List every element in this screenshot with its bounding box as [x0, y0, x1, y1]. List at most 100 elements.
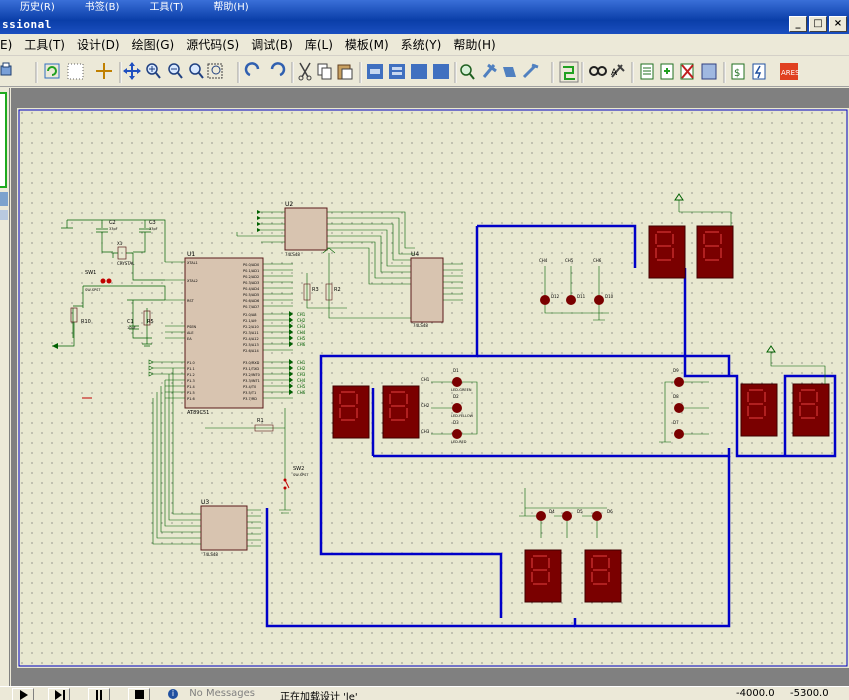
- refresh-icon[interactable]: [44, 63, 60, 79]
- svg-text:P2.6/A14: P2.6/A14: [243, 349, 259, 353]
- seven-segment-top[interactable]: [648, 193, 734, 279]
- reset-circuit[interactable]: [52, 285, 166, 347]
- d5-label: D5: [577, 509, 583, 514]
- zoom-in-icon[interactable]: [146, 63, 161, 79]
- menu-tools-top[interactable]: 工具(T): [149, 2, 184, 13]
- block-rotate-icon[interactable]: [411, 64, 427, 79]
- electrical-check-icon[interactable]: [752, 63, 766, 80]
- led-group-top[interactable]: CH4 CH5 CH6 D12 D11 D10: [539, 258, 614, 321]
- stop-button[interactable]: [128, 688, 150, 700]
- svg-text:P0.4/AD4: P0.4/AD4: [243, 287, 260, 291]
- pause-button[interactable]: [88, 688, 110, 700]
- paste-icon[interactable]: [337, 64, 353, 80]
- u3-type: 74LS48: [203, 552, 218, 557]
- minimize-button[interactable]: _: [789, 16, 807, 32]
- x1-label: X1: [117, 241, 123, 246]
- led-group-right[interactable]: D9 D8 D7: [659, 368, 709, 443]
- svg-text:P1.4: P1.4: [187, 385, 195, 389]
- svg-text:CH1: CH1: [297, 360, 306, 365]
- zoom-area-icon[interactable]: [207, 63, 223, 79]
- redo-icon[interactable]: [270, 62, 286, 77]
- decompose-icon[interactable]: [522, 63, 539, 79]
- led-group-left[interactable]: D1 D2 D3 LED-GREEN LED-YELLOW LED-RED CH…: [421, 368, 478, 444]
- d2-type: LED-YELLOW: [451, 414, 474, 418]
- crystal-circuit[interactable]: [61, 219, 166, 281]
- block-move-icon[interactable]: [389, 64, 405, 79]
- goto-sheet-icon[interactable]: [701, 63, 717, 80]
- overview-window[interactable]: [0, 92, 7, 188]
- svg-text:$: $: [734, 68, 740, 79]
- zoom-all-icon[interactable]: [189, 63, 204, 79]
- remove-sheet-icon[interactable]: [680, 63, 694, 80]
- pick-device-icon[interactable]: [460, 64, 475, 80]
- zoom-out-icon[interactable]: [168, 63, 183, 79]
- block-copy-icon[interactable]: [367, 64, 383, 79]
- svg-text:CH4: CH4: [297, 378, 306, 383]
- d9-label: D9: [673, 368, 679, 373]
- menu-tools[interactable]: 工具(T): [24, 38, 65, 52]
- sw1-switch[interactable]: SW1 SW-SPST: [85, 270, 112, 292]
- package-icon[interactable]: [503, 67, 516, 77]
- search-icon[interactable]: [589, 66, 607, 76]
- sw2-label: SW2: [293, 466, 304, 472]
- bill-icon[interactable]: $: [731, 63, 745, 80]
- netlist-icon[interactable]: [640, 63, 654, 80]
- r1-label: R1: [257, 418, 264, 424]
- u2-decoder[interactable]: U2 74LS48: [236, 201, 341, 257]
- messages-area[interactable]: i No Messages: [168, 688, 255, 699]
- svg-text:P1.1: P1.1: [187, 367, 195, 371]
- ares-icon[interactable]: ARES: [780, 63, 800, 80]
- menu-debug[interactable]: 调试(B): [251, 38, 293, 52]
- menu-history[interactable]: 历史(R): [20, 2, 55, 13]
- property-tool-icon[interactable]: A: [611, 64, 625, 78]
- pan-icon[interactable]: [123, 62, 141, 80]
- menu-help-top[interactable]: 帮助(H): [213, 2, 249, 13]
- menu-template[interactable]: 模板(M): [344, 38, 389, 52]
- r2-r3-resistors[interactable]: [303, 247, 411, 319]
- copy-icon[interactable]: [317, 63, 332, 80]
- u3-decoder[interactable]: U3 74LS48: [152, 368, 261, 557]
- menu-bar: E) 工具(T) 设计(D) 绘图(G) 源代码(S) 调试(B) 库(L) 模…: [0, 34, 849, 56]
- wire-autoroute-icon[interactable]: [559, 61, 579, 83]
- d11-label: D11: [577, 294, 586, 299]
- maximize-button[interactable]: □: [809, 16, 827, 32]
- seven-segment-left[interactable]: [332, 385, 420, 439]
- ch1-label: CH1: [421, 377, 430, 382]
- menu-system[interactable]: 系统(Y): [400, 38, 442, 52]
- close-button[interactable]: ×: [829, 16, 847, 32]
- seven-segment-bottom[interactable]: [524, 549, 622, 603]
- menu-graph[interactable]: 绘图(G): [131, 38, 175, 52]
- menu-edit[interactable]: E): [0, 37, 13, 52]
- grid-icon[interactable]: [67, 63, 84, 80]
- origin-icon[interactable]: [96, 63, 112, 79]
- make-device-icon[interactable]: [482, 63, 497, 78]
- menu-bookmarks[interactable]: 书签(B): [84, 2, 120, 13]
- u1-label: U1: [187, 251, 195, 258]
- seven-segment-right[interactable]: [740, 345, 830, 437]
- separator: [291, 62, 294, 83]
- menu-design[interactable]: 设计(D): [76, 38, 120, 52]
- block-delete-icon[interactable]: [433, 64, 449, 79]
- menu-help[interactable]: 帮助(H): [453, 38, 496, 52]
- new-sheet-icon[interactable]: [660, 63, 674, 80]
- menu-source[interactable]: 源代码(S): [186, 38, 240, 52]
- u4-decoder[interactable]: U4 74LS48: [410, 251, 463, 328]
- open-icon[interactable]: [0, 62, 12, 76]
- play-button[interactable]: [12, 688, 34, 700]
- object-selector-list[interactable]: [0, 210, 8, 220]
- svg-text:P3.3/INT1: P3.3/INT1: [243, 379, 260, 383]
- p1-input-terminals[interactable]: [148, 359, 165, 377]
- step-button[interactable]: [48, 688, 70, 700]
- led-group-bottom[interactable]: D4 D5 D6: [519, 488, 613, 538]
- undo-icon[interactable]: [244, 62, 260, 77]
- sw2-switch[interactable]: SW2 SW-SPST: [279, 458, 309, 514]
- svg-text:P2.1/A9: P2.1/A9: [243, 319, 256, 323]
- r1-resistor[interactable]: R1: [205, 408, 286, 458]
- object-selector-tab[interactable]: [0, 192, 8, 206]
- cut-icon[interactable]: [298, 62, 312, 81]
- menu-library[interactable]: 库(L): [304, 38, 333, 52]
